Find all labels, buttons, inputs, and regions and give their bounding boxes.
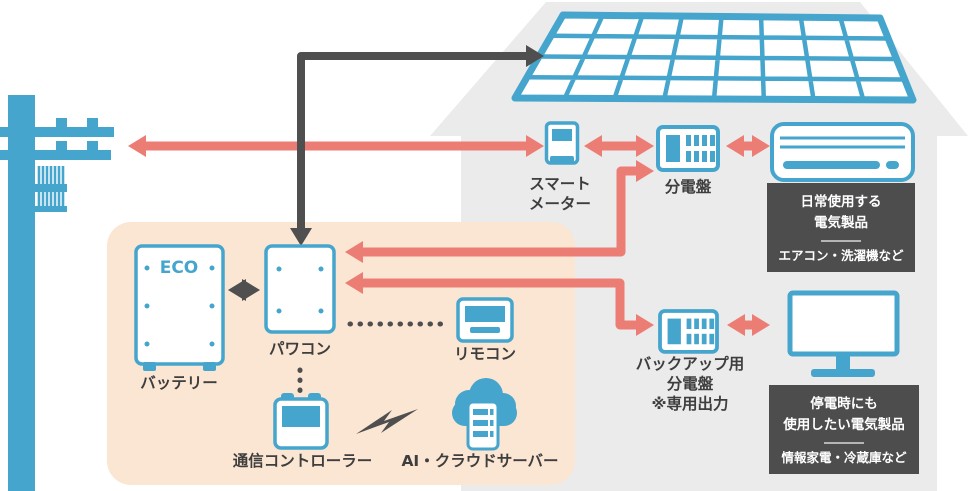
battery-eco-label: ECO	[160, 258, 199, 278]
daily-use-examples: エアコン・洗濯機など	[778, 247, 904, 263]
backup-board-label: バックアップ用 分電盤 ※専用出力	[635, 355, 745, 414]
comm-controller-icon	[273, 393, 329, 450]
cloud-server-icon	[452, 378, 517, 451]
smart-meter-label: スマート メーター	[528, 175, 591, 214]
callout-divider	[824, 441, 864, 444]
arrow-pcs-to-board	[345, 160, 654, 263]
power-conditioner-icon	[264, 244, 336, 334]
outage-use-examples: 情報家電・冷蔵庫など	[781, 449, 907, 465]
lightning-icon	[356, 409, 418, 434]
outage-use-title: 停電時にも 使用したい電気製品	[783, 396, 905, 433]
outage-use-callout: 停電時にも 使用したい電気製品 情報家電・冷蔵庫など	[769, 385, 919, 475]
callout-divider	[821, 239, 861, 242]
daily-use-title: 日常使用する 電気製品	[800, 194, 882, 231]
power-conditioner-label: パワコン	[268, 340, 331, 358]
air-conditioner-icon	[770, 122, 915, 182]
distribution-board-icon	[656, 125, 720, 172]
transformer-icon	[33, 166, 67, 212]
distribution-board-label: 分電盤	[664, 178, 712, 196]
daily-use-callout: 日常使用する 電気製品 エアコン・洗濯機など	[767, 183, 915, 273]
smart-meter-icon	[544, 121, 580, 165]
arrow-pcs-to-backup-board	[345, 272, 654, 336]
comm-controller-label: 通信コントローラー	[232, 452, 373, 470]
utility-pole-icon	[0, 95, 114, 491]
cloud-server-label: AI・クラウドサーバー	[401, 452, 559, 470]
remote-control-icon	[456, 297, 514, 343]
solar-panel-icon	[511, 11, 917, 104]
battery-icon: ECO	[134, 244, 225, 371]
battery-label: バッテリー	[140, 374, 218, 392]
remote-control-label: リモコン	[453, 345, 516, 363]
backup-board-icon	[658, 309, 719, 354]
arrow-solar-to-pcs	[290, 45, 544, 246]
monitor-icon	[787, 290, 900, 377]
